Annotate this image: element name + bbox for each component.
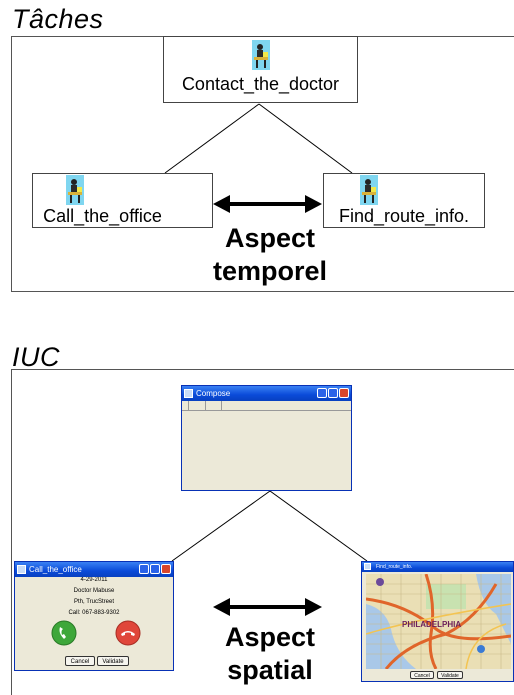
iuc-tree-connectors [171, 490, 368, 616]
city-map-image [366, 574, 511, 669]
task-contact-the-doctor[interactable]: Contact_the_doctor [163, 36, 358, 103]
compose-window-titlebar[interactable]: Compose [182, 386, 351, 401]
call-date: 4-29-2011 [80, 577, 108, 583]
compose-window-title: Compose [196, 389, 231, 398]
call-contact-phone: Call: 067-883-9302 [68, 610, 120, 616]
task-label-root: Contact_the_doctor [181, 74, 340, 94]
minimize-icon[interactable] [317, 388, 327, 398]
call-contact-name: Doctor Mabuse [73, 588, 115, 594]
aspect-temporal-label: Aspect temporel [180, 222, 360, 288]
connector-compose-left [171, 490, 271, 562]
compose-tab-strip [182, 401, 351, 411]
person-at-desk-icon [360, 175, 378, 205]
close-icon[interactable] [339, 388, 349, 398]
map-validate-button[interactable]: Validate [437, 671, 463, 679]
person-at-desk-icon [252, 40, 270, 70]
map-window-title: Find_route_info. [376, 564, 413, 570]
aspect-temporal-line2: temporel [212, 256, 328, 286]
task-label-right: Find_route_info. [338, 206, 470, 226]
connector-root-right [258, 103, 353, 174]
maximize-icon[interactable] [328, 388, 338, 398]
task-label-left: Call_the_office [43, 206, 162, 226]
maximize-icon[interactable] [150, 564, 160, 574]
aspect-temporal-line1: Aspect [224, 223, 316, 253]
app-icon [364, 563, 371, 570]
call-window-titlebar[interactable]: Call_the_office [15, 562, 173, 577]
accept-call-icon[interactable] [51, 620, 77, 646]
find-route-info-window[interactable]: Find_route_info. PHILADELPHIA Cancel [361, 561, 514, 682]
call-validate-button[interactable]: Validate [97, 656, 129, 666]
task-tree-connectors [164, 103, 353, 213]
compose-tab-2[interactable] [205, 401, 222, 410]
aspect-spatial-line2: spatial [227, 655, 313, 685]
app-icon [17, 565, 26, 574]
iuc-section-title: IUC [12, 342, 60, 372]
connector-compose-right [269, 490, 368, 562]
call-cancel-button[interactable]: Cancel [65, 656, 95, 666]
call-the-office-window[interactable]: Call_the_office 4-29-2011 Doctor Mabuse … [14, 561, 174, 671]
aspect-spatial-label: Aspect spatial [180, 621, 360, 687]
call-window-title: Call_the_office [29, 565, 82, 574]
task-find-route-info[interactable]: Find_route_info. [323, 173, 485, 228]
map-window-titlebar[interactable]: Find_route_info. [362, 562, 513, 572]
temporal-double-arrow [213, 195, 322, 213]
call-contact-address: Pth, TrucStreet [73, 599, 115, 605]
map-cancel-button[interactable]: Cancel [410, 671, 434, 679]
close-icon[interactable] [161, 564, 171, 574]
app-icon [184, 389, 193, 398]
reject-call-icon[interactable] [115, 620, 141, 646]
iuc-frame [11, 369, 514, 695]
compose-tab-1[interactable] [188, 401, 206, 410]
compose-window[interactable]: Compose [181, 385, 352, 491]
person-at-desk-icon [66, 175, 84, 205]
tasks-section-title: Tâches [12, 4, 104, 34]
minimize-icon[interactable] [139, 564, 149, 574]
connector-root-left [164, 103, 260, 174]
aspect-spatial-line1: Aspect [224, 622, 316, 652]
map-label-philadelphia: PHILADELPHIA [402, 620, 462, 629]
task-call-the-office[interactable]: Call_the_office [32, 173, 213, 228]
spatial-double-arrow [213, 598, 322, 616]
